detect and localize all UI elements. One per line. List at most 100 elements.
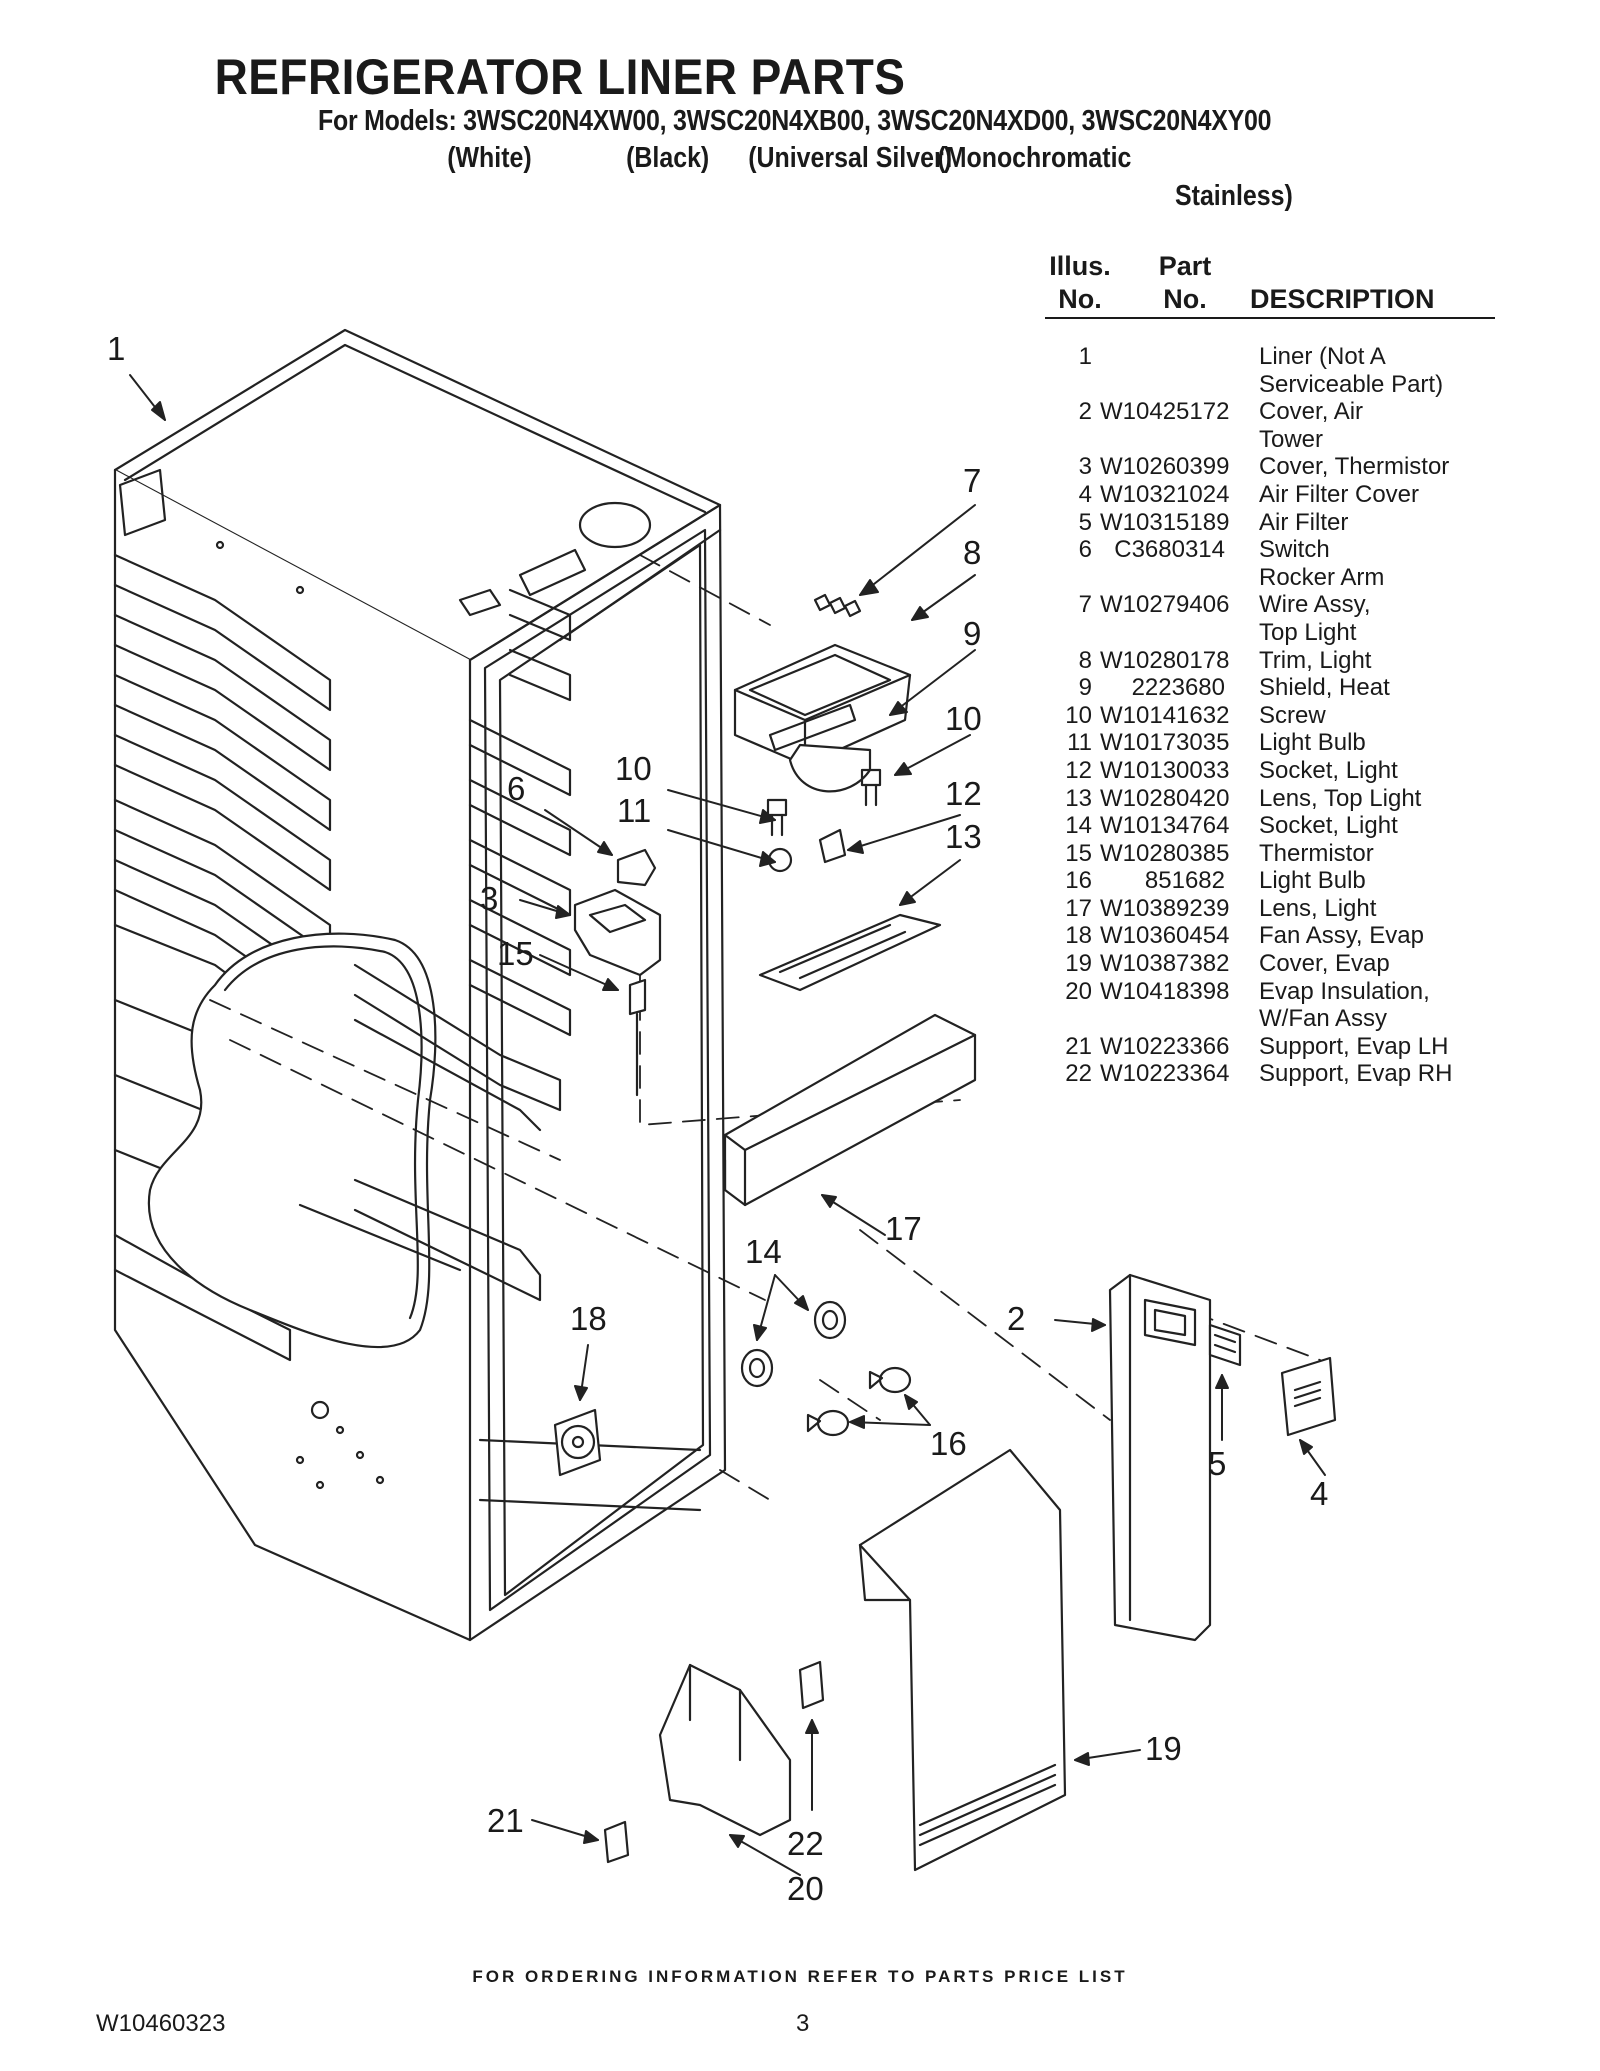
parts-illus-no: 4: [1078, 480, 1092, 508]
callout-4: 4: [1310, 1475, 1329, 1512]
parts-description: Light Bulb: [1259, 867, 1366, 895]
parts-illus-no: 7: [1078, 591, 1092, 619]
callout-12: 12: [945, 775, 982, 812]
air-tower-cover: [1108, 1273, 1212, 1642]
color-universal-silver: (Universal Silver): [748, 142, 952, 174]
parts-part-no: W10387382: [1100, 950, 1230, 978]
callout-5: 5: [1208, 1445, 1227, 1482]
header-description: DESCRIPTION: [1250, 284, 1435, 314]
callout-21: 21: [487, 1802, 524, 1839]
parts-description: Support, Evap LH: [1259, 1032, 1449, 1060]
top-light-lens: [758, 913, 942, 992]
callout-2: 2: [1007, 1300, 1026, 1337]
parts-part-no: W10280420: [1100, 784, 1230, 812]
parts-part-no: W10425172: [1100, 398, 1230, 426]
parts-description: Wire Assy,: [1259, 591, 1371, 619]
header-rule: [1045, 317, 1495, 319]
parts-part-no: W10260399: [1100, 453, 1230, 481]
parts-illus-no: 2: [1078, 398, 1092, 426]
parts-part-no: W10280385: [1100, 839, 1230, 867]
parts-illus-no: 16: [1065, 867, 1092, 895]
doc-number: W10460323: [96, 2010, 226, 2037]
color-black: (Black): [626, 142, 710, 174]
parts-description: Cover, Evap: [1259, 950, 1390, 978]
parts-illus-no: 10: [1065, 701, 1092, 729]
callout-14: 14: [745, 1233, 782, 1270]
parts-part-no: W10223366: [1100, 1032, 1230, 1060]
color-stainless: Stainless): [1175, 180, 1293, 212]
thermistor: [628, 978, 647, 1016]
callout-8: 8: [963, 534, 982, 571]
parts-part-no: W10418398: [1100, 977, 1230, 1005]
parts-illus-no: 22: [1065, 1060, 1092, 1088]
page-number: 3: [796, 2010, 810, 2037]
color-white: (White): [447, 142, 532, 174]
parts-part-no: W10223364: [1100, 1060, 1230, 1088]
parts-row: Top Light: [1040, 619, 1510, 647]
parts-row: Serviceable Part): [1040, 371, 1510, 399]
parts-illus-no: 13: [1065, 784, 1092, 812]
parts-illus-no: 1: [1078, 343, 1092, 370]
parts-part-no: W10130033: [1100, 756, 1230, 784]
parts-part-no: W10141632: [1100, 701, 1230, 729]
callout-13: 13: [945, 818, 982, 855]
evap-insulation: [658, 1663, 792, 1837]
parts-description: Cover, Thermistor: [1259, 453, 1450, 481]
models-line: For Models: 3WSC20N4XW00, 3WSC20N4XB00, …: [318, 105, 1272, 137]
parts-description: Serviceable Part): [1259, 370, 1444, 398]
parts-description: Support, Evap RH: [1259, 1060, 1453, 1088]
parts-part-no: W10280178: [1100, 646, 1230, 674]
callout-3: 3: [480, 880, 499, 917]
parts-illus-no: 14: [1065, 812, 1092, 840]
parts-description: Top Light: [1259, 618, 1357, 646]
parts-part-no: W10315189: [1100, 508, 1230, 536]
parts-description: Screw: [1259, 701, 1326, 729]
parts-part-no: 851682: [1144, 867, 1225, 895]
color-monochromatic: (Monochromatic: [937, 142, 1132, 174]
air-filter-cover: [1280, 1356, 1337, 1437]
top-light-assembly: [733, 593, 912, 793]
parts-row: 7 W10279406 Wire Assy,: [1040, 591, 1510, 619]
parts-part-no: W10321024: [1100, 480, 1230, 508]
switch-rocker: [616, 848, 657, 887]
lens-light: [723, 1013, 977, 1207]
parts-part-no: W10279406: [1100, 591, 1230, 619]
liner-cabinet: [113, 328, 727, 1642]
parts-description: Socket, Light: [1259, 812, 1398, 840]
callout-10b: 10: [945, 700, 982, 737]
callout-15: 15: [497, 935, 534, 972]
parts-row: Rocker Arm: [1040, 564, 1510, 592]
callout-1: 1: [107, 330, 126, 367]
parts-description: Lens, Light: [1259, 894, 1377, 922]
parts-illus-no: 20: [1065, 977, 1092, 1005]
callout-11: 11: [617, 792, 652, 829]
support-evap-rh: [798, 1660, 825, 1710]
parts-illus-no: 17: [1065, 894, 1092, 922]
parts-illus-no: 8: [1078, 646, 1092, 674]
evap-cover: [858, 1448, 1067, 1872]
parts-part-no: W10360454: [1100, 922, 1230, 950]
parts-row: W/Fan Assy: [1040, 1005, 1510, 1033]
page-title: REFRIGERATOR LINER PARTS: [214, 49, 906, 105]
callout-10a: 10: [615, 750, 652, 787]
fan-assembly: [553, 1408, 602, 1477]
light-socket-top: [818, 828, 847, 864]
support-evap-lh: [603, 1820, 630, 1864]
